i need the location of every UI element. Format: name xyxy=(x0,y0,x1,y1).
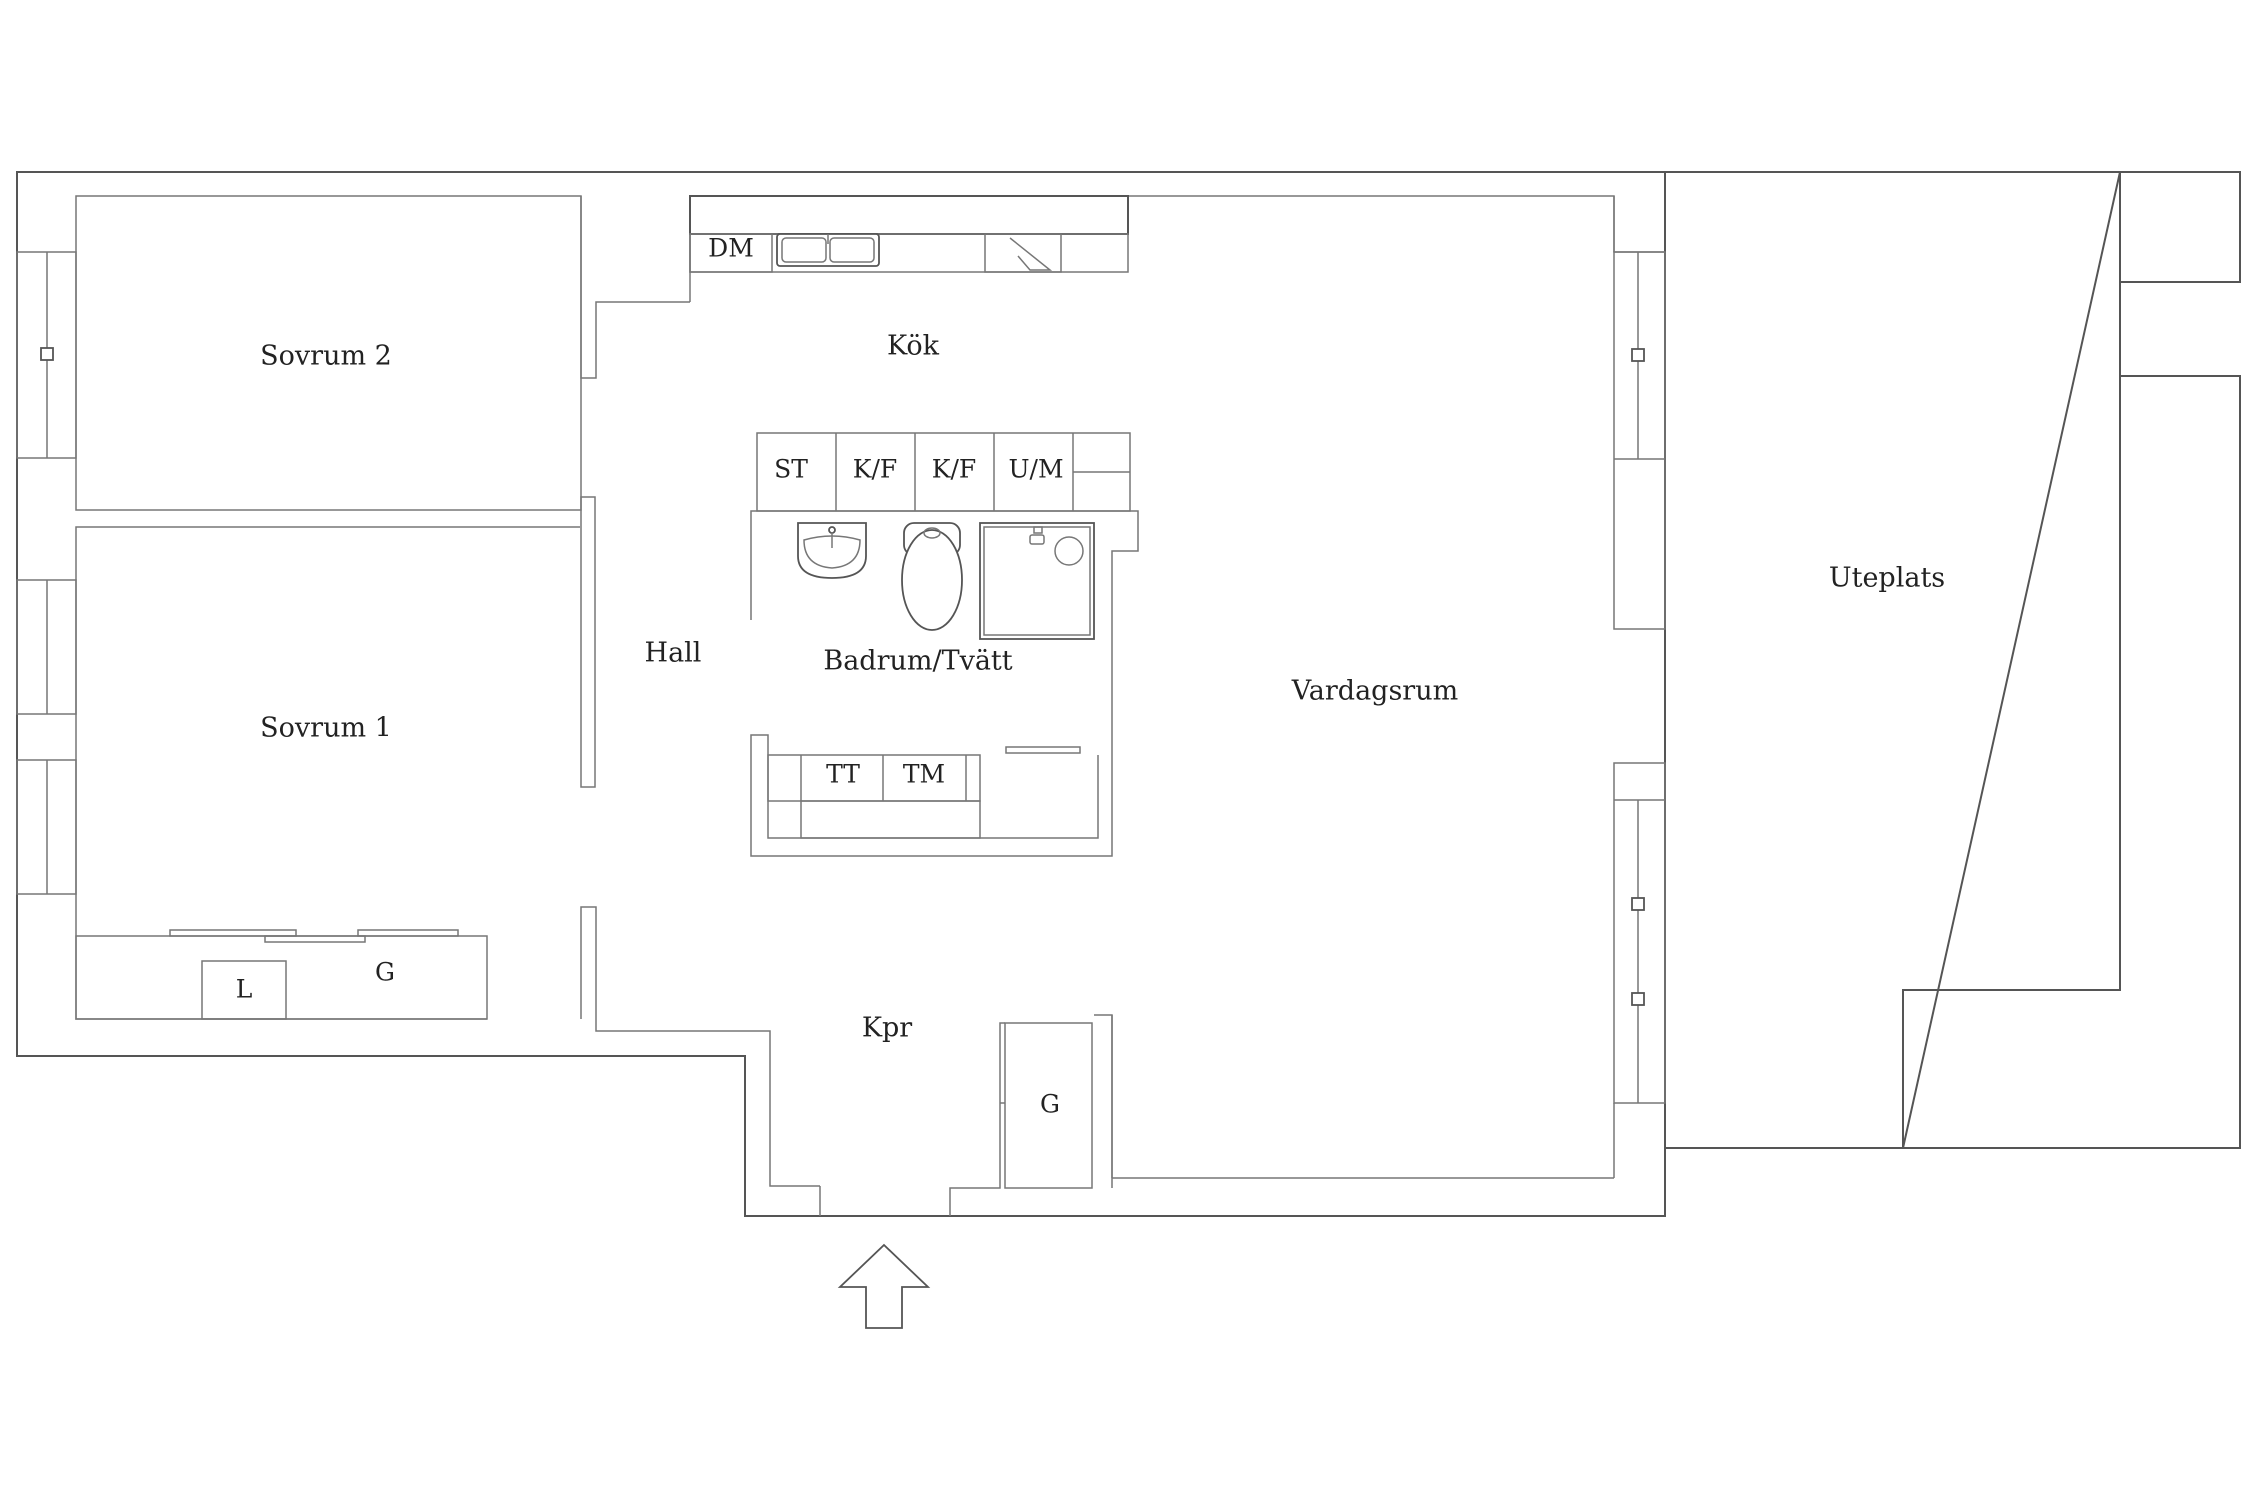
label-kpr: Kpr xyxy=(862,1013,912,1044)
stove-detail xyxy=(1009,237,1053,271)
label-l: L xyxy=(236,975,253,1004)
partition-sovrum1-hall xyxy=(580,906,820,1187)
partition-hall-middle xyxy=(580,496,596,788)
wardrobe-door xyxy=(264,935,366,943)
label-kf-2: K/F xyxy=(932,455,976,484)
wardrobe-block xyxy=(75,935,488,1020)
closet-wall xyxy=(949,1022,1005,1216)
label-g-hall: G xyxy=(1040,1090,1060,1119)
label-kf-1: K/F xyxy=(853,455,897,484)
dishwasher xyxy=(689,233,773,273)
kitchen-stove xyxy=(984,233,1062,273)
kpr-wall xyxy=(1094,1014,1113,1188)
label-um: U/M xyxy=(1008,455,1063,484)
toilet-bowl xyxy=(901,529,963,631)
wardrobe-door xyxy=(357,929,459,937)
wardrobe-l xyxy=(201,960,287,1020)
toilet-button xyxy=(923,527,941,539)
label-dm: DM xyxy=(708,234,754,263)
label-hall: Hall xyxy=(645,638,702,669)
laundry-row xyxy=(767,754,981,802)
livingroom-wall xyxy=(1613,196,1665,253)
window-handle xyxy=(1631,992,1645,1006)
partition-sovrum2-hall xyxy=(580,196,690,379)
kitchen-counter xyxy=(689,233,1129,273)
shower-head xyxy=(1029,534,1045,545)
label-badrum: Badrum/Tvätt xyxy=(823,646,1012,677)
kitchen-upper-cabinet xyxy=(689,195,1129,235)
shower-drain xyxy=(1054,536,1084,566)
window-handle xyxy=(1631,897,1645,911)
closet-g xyxy=(1004,1022,1093,1189)
label-kok: Kök xyxy=(887,331,940,362)
label-vardagsrum: Vardagsrum xyxy=(1291,676,1458,707)
sink-basin xyxy=(829,237,875,263)
window-handle xyxy=(40,347,54,361)
label-tm: TM xyxy=(903,760,945,789)
terrace-outline xyxy=(1664,171,2121,1149)
sink-basin xyxy=(781,237,827,263)
entrance-arrow-icon xyxy=(837,1243,931,1329)
room-sovrum-1 xyxy=(75,526,580,1020)
label-tt: TT xyxy=(826,760,860,789)
wardrobe-door xyxy=(169,929,297,937)
laundry-base xyxy=(800,800,981,839)
shower xyxy=(979,522,1095,640)
label-g-bedroom: G xyxy=(375,958,395,987)
label-st: ST xyxy=(774,455,808,484)
window-livingroom-1 xyxy=(1613,251,1666,630)
label-uteplats: Uteplats xyxy=(1829,563,1945,594)
bathroom-door xyxy=(1005,746,1081,754)
shower-mixer xyxy=(1033,526,1043,534)
label-sovrum-1: Sovrum 1 xyxy=(260,713,392,744)
terrace-side-wall xyxy=(1901,171,2241,1149)
label-sovrum-2: Sovrum 2 xyxy=(260,341,392,372)
window-handle xyxy=(1631,348,1645,362)
window-livingroom-2 xyxy=(1613,762,1666,1104)
